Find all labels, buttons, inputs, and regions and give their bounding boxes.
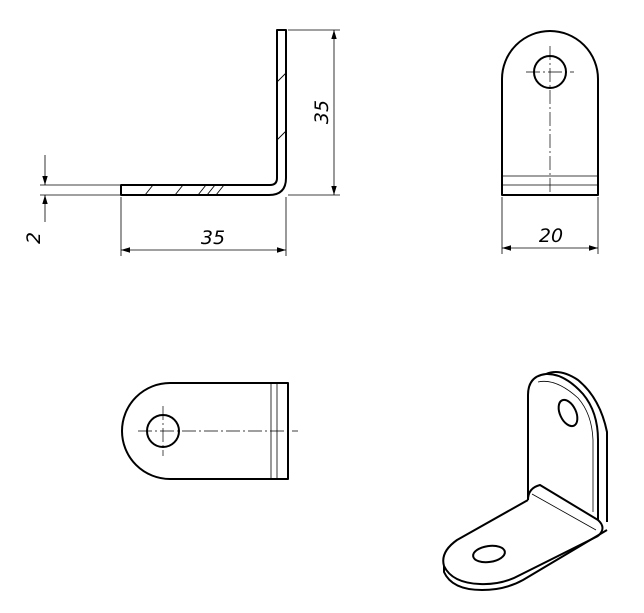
dimension-label-height: 35 bbox=[311, 100, 333, 124]
dimension-height-35: 35 bbox=[288, 29, 340, 196]
dimension-width-35: 35 bbox=[120, 197, 287, 256]
iso-horizontal-flange bbox=[442, 499, 599, 586]
front-view: 35 35 2 bbox=[23, 29, 340, 256]
section-hatching bbox=[144, 72, 287, 196]
dimension-label-side-width: 20 bbox=[539, 225, 563, 247]
isometric-view bbox=[442, 371, 608, 591]
iso-hole-lower bbox=[472, 544, 506, 564]
dimension-width-20: 20 bbox=[501, 197, 599, 254]
side-outline bbox=[501, 30, 599, 196]
iso-horizontal-edge bbox=[443, 529, 608, 591]
top-outline bbox=[121, 382, 289, 480]
dimension-label-thickness: 2 bbox=[23, 232, 45, 244]
iso-hole-upper bbox=[557, 398, 579, 428]
iso-vertical-edge bbox=[545, 371, 608, 522]
iso-inner-edge bbox=[537, 380, 594, 512]
l-profile-outline bbox=[120, 29, 287, 196]
top-view bbox=[121, 382, 298, 480]
iso-bend bbox=[527, 484, 604, 537]
iso-bend-line bbox=[531, 493, 597, 531]
iso-vertical-flange bbox=[527, 372, 599, 520]
side-view: 20 bbox=[501, 30, 599, 254]
dimension-label-width: 35 bbox=[201, 227, 225, 249]
dimension-thickness-2: 2 bbox=[23, 155, 120, 244]
